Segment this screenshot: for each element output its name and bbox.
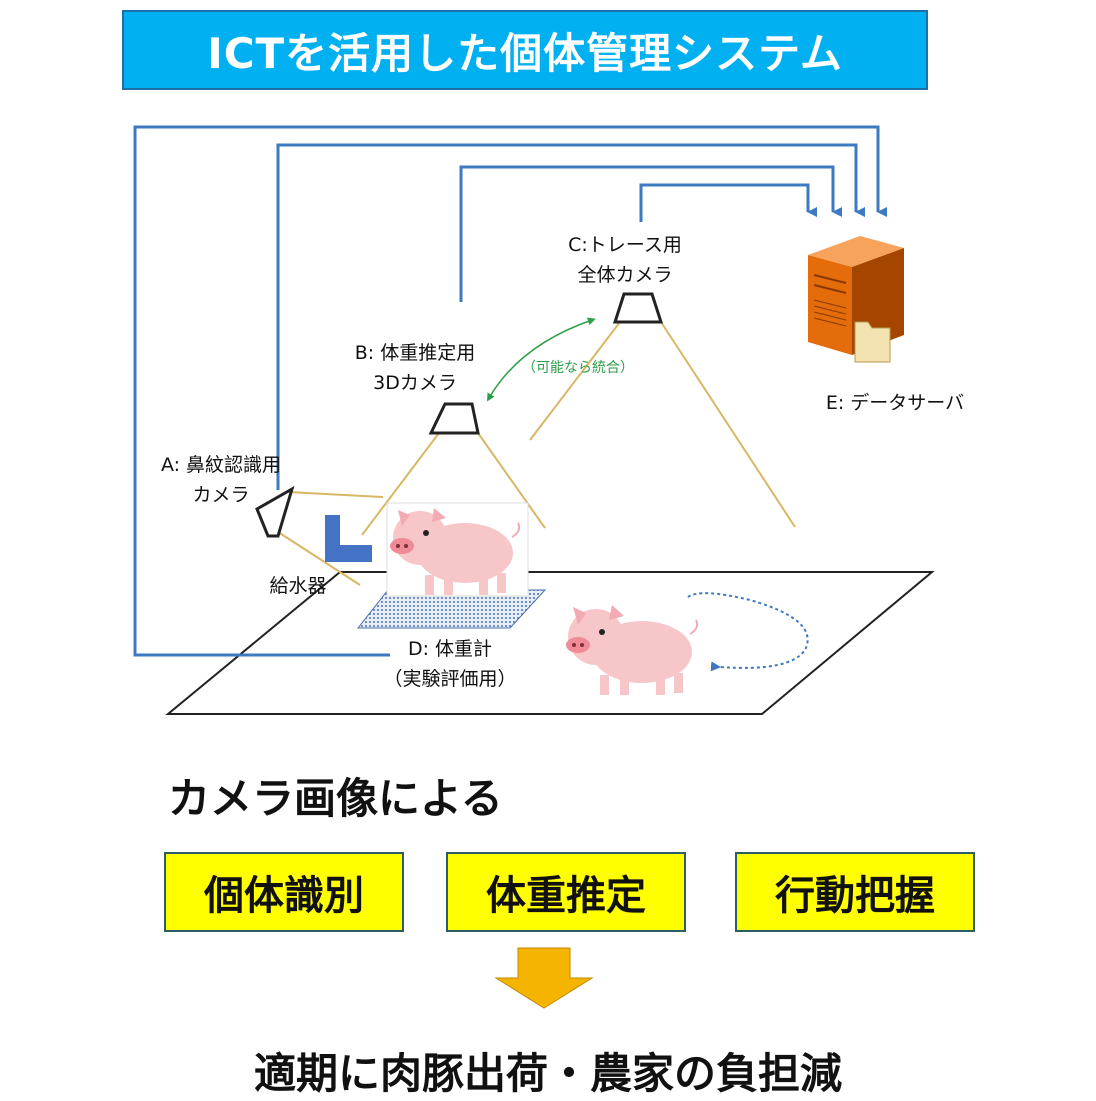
camera-b-icon — [428, 402, 480, 435]
waterer-icon — [325, 515, 372, 562]
camera-c-label-line2: 全体カメラ — [577, 264, 673, 286]
camera-c-label-line1: C:トレース用 — [568, 234, 682, 256]
camera-c-icon — [612, 292, 664, 324]
subheading: カメラ画像による — [168, 774, 503, 823]
conclusion: 適期に肉豚出荷・農家の負担減 — [253, 1049, 842, 1098]
connector-camera-a — [276, 143, 865, 490]
server-label: E: データサーバ — [825, 392, 965, 414]
scale-label: D: 体重計 （実験評価用） — [365, 634, 535, 694]
trace-path — [687, 592, 809, 672]
pig-on-scale-icon — [390, 508, 521, 595]
scale-label-line1: D: 体重計 — [407, 638, 493, 660]
pen-floor — [165, 571, 935, 715]
function-individual-identification: 個体識別 — [164, 852, 404, 932]
waterer-label: 給水器 — [269, 575, 327, 597]
connector-camera-c — [639, 183, 817, 222]
integration-arrow — [486, 317, 596, 402]
integration-note: （可能なら統合） — [522, 360, 634, 376]
scale-label-line2: （実験評価用） — [383, 668, 517, 690]
connector-camera-b — [459, 165, 842, 302]
camera-a-label: A: 鼻紋認識用 カメラ — [136, 450, 306, 510]
down-arrow — [494, 947, 594, 1009]
function-label-2: 体重推定 — [486, 873, 646, 919]
camera-b-label: B: 体重推定用 3Dカメラ — [330, 338, 500, 398]
camera-b-label-line2: 3Dカメラ — [373, 372, 457, 394]
function-label-1: 個体識別 — [204, 873, 364, 919]
title-banner: ICTを活用した個体管理システム — [122, 10, 928, 90]
folder-icon — [854, 321, 891, 363]
connector-scale — [133, 125, 887, 657]
function-behavior-tracking: 行動把握 — [735, 852, 975, 932]
function-weight-estimation: 体重推定 — [446, 852, 686, 932]
camera-b-label-line1: B: 体重推定用 — [354, 342, 476, 364]
camera-c-label: C:トレース用 全体カメラ — [540, 230, 710, 290]
pig-moving-icon — [566, 605, 699, 695]
page-title: ICTを活用した個体管理システム — [207, 28, 843, 78]
camera-a-label-line1: A: 鼻紋認識用 — [160, 454, 282, 476]
camera-a-label-line2: カメラ — [192, 484, 250, 506]
camera-a-icon — [255, 485, 295, 538]
function-label-3: 行動把握 — [775, 873, 935, 919]
